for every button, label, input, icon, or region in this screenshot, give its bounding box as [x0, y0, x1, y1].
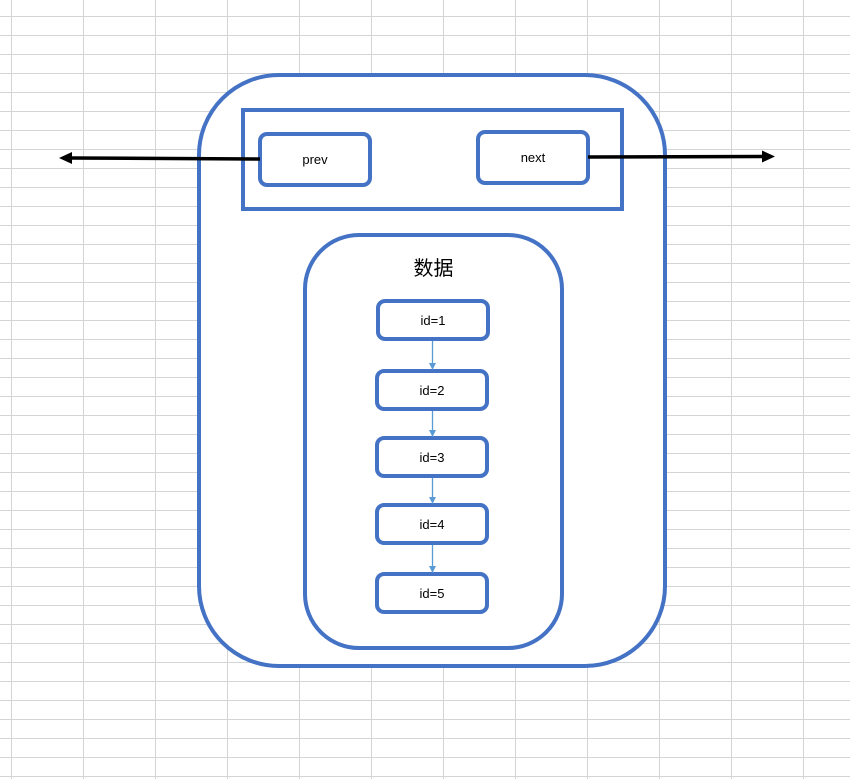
- record-label: id=5: [419, 585, 445, 601]
- record-box-4: id=4: [375, 503, 489, 545]
- record-label: id=2: [419, 382, 445, 398]
- prev-pointer-box: prev: [258, 132, 372, 187]
- prev-label: prev: [302, 152, 328, 167]
- record-label: id=3: [419, 449, 445, 465]
- record-box-1: id=1: [376, 299, 490, 341]
- record-box-3: id=3: [375, 436, 489, 478]
- record-box-2: id=2: [375, 369, 489, 411]
- record-label: id=4: [419, 516, 445, 532]
- record-box-5: id=5: [375, 572, 489, 614]
- next-pointer-box: next: [476, 130, 590, 185]
- next-label: next: [520, 150, 546, 165]
- record-label: id=1: [420, 312, 446, 328]
- data-section-title: 数据: [413, 256, 454, 280]
